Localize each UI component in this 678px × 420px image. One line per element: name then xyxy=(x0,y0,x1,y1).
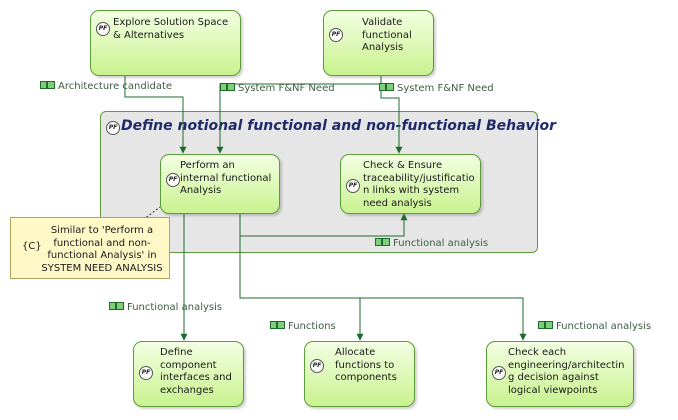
node-label-line: Validate xyxy=(362,17,403,28)
flow-line-functional-analysis-right xyxy=(360,297,527,341)
note-line: functional Analysis' in xyxy=(47,250,157,261)
pf-icon: PF xyxy=(310,359,324,373)
node-label-line: Check & Ensure xyxy=(363,160,443,171)
node-label-line: need analysis xyxy=(363,197,432,209)
flow-label-system-need-1[interactable]: System F&NF Need xyxy=(220,83,335,95)
port-icon xyxy=(538,321,553,329)
node-validate-functional-analysis[interactable]: PF Validate functional Analysis xyxy=(323,10,434,76)
node-label-line: Analysis xyxy=(362,42,404,53)
flow-label-functions[interactable]: Functions xyxy=(270,321,336,333)
pf-icon: PF xyxy=(329,28,343,42)
note-line: functional and non- xyxy=(53,237,151,249)
node-check-ensure-traceability[interactable]: PF Check & Ensure traceability/justifica… xyxy=(340,154,481,214)
note-line: Similar to 'Perform a xyxy=(50,225,154,236)
flow-label-functional-analysis-right[interactable]: Functional analysis xyxy=(538,321,651,333)
node-label-line: Perform an xyxy=(180,160,235,171)
node-label-line: g decision against xyxy=(508,372,599,383)
node-label-line: Check each xyxy=(508,347,567,358)
node-label-line: component xyxy=(160,359,217,371)
pf-icon: PF xyxy=(492,366,506,380)
node-define-component-interfaces[interactable]: PF Define component interfaces and excha… xyxy=(133,341,244,407)
port-icon xyxy=(375,238,390,246)
node-label-line: exchanges xyxy=(160,384,214,396)
node-label-line: Define xyxy=(160,347,193,358)
node-label-line: components xyxy=(335,372,397,383)
node-label-line: & Alternatives xyxy=(113,29,185,41)
pf-icon: PF xyxy=(139,366,153,380)
node-label-line: Analysis xyxy=(180,185,222,196)
pf-icon: PF xyxy=(166,173,180,187)
node-label-line: Explore Solution Space xyxy=(113,17,229,28)
pf-icon: PF xyxy=(96,22,110,36)
node-label-line: traceability/justificatio xyxy=(363,172,475,184)
node-label-line: functions to xyxy=(335,359,395,371)
node-allocate-functions[interactable]: PF Allocate functions to components xyxy=(304,341,415,407)
port-icon xyxy=(220,83,235,91)
constraint-note[interactable]: {C} Similar to 'Perform a functional and… xyxy=(10,217,170,279)
node-label-line: Allocate xyxy=(335,347,376,358)
node-explore-solution-space[interactable]: PF Explore Solution Space & Alternatives xyxy=(90,10,241,76)
port-icon xyxy=(379,83,394,91)
node-label-line: interfaces and xyxy=(160,372,232,383)
flow-label-architecture-candidate[interactable]: Architecture candidate xyxy=(40,81,172,93)
node-label-line: engineering/architectin xyxy=(508,359,625,371)
node-label-line: functional xyxy=(362,29,412,41)
node-label-line: logical viewpoints xyxy=(508,384,598,396)
node-check-each-decision[interactable]: PF Check each engineering/architectin g … xyxy=(486,341,634,407)
flow-line-architecture-candidate xyxy=(124,76,187,154)
node-perform-internal-analysis[interactable]: PF Perform an internal functional Analys… xyxy=(160,154,280,214)
node-label-line: internal functional xyxy=(180,172,272,184)
note-line: SYSTEM NEED ANALYSIS xyxy=(41,262,163,274)
port-icon xyxy=(270,321,285,329)
port-icon xyxy=(109,302,124,310)
flow-label-system-need-2[interactable]: System F&NF Need xyxy=(379,83,494,95)
pf-icon: PF xyxy=(346,179,360,193)
flow-label-functional-analysis-left[interactable]: Functional analysis xyxy=(109,302,222,314)
flow-line-functional-analysis-inner xyxy=(239,213,408,237)
pf-icon: PF xyxy=(106,121,120,135)
flow-label-functional-analysis-inner[interactable]: Functional analysis xyxy=(375,238,488,250)
container-title: Define notional functional and non-funct… xyxy=(121,118,556,134)
port-icon xyxy=(40,81,55,89)
constraint-tag: {C} xyxy=(22,241,42,252)
flow-line-functions xyxy=(239,236,364,341)
node-label-line: n links with system xyxy=(363,185,460,196)
